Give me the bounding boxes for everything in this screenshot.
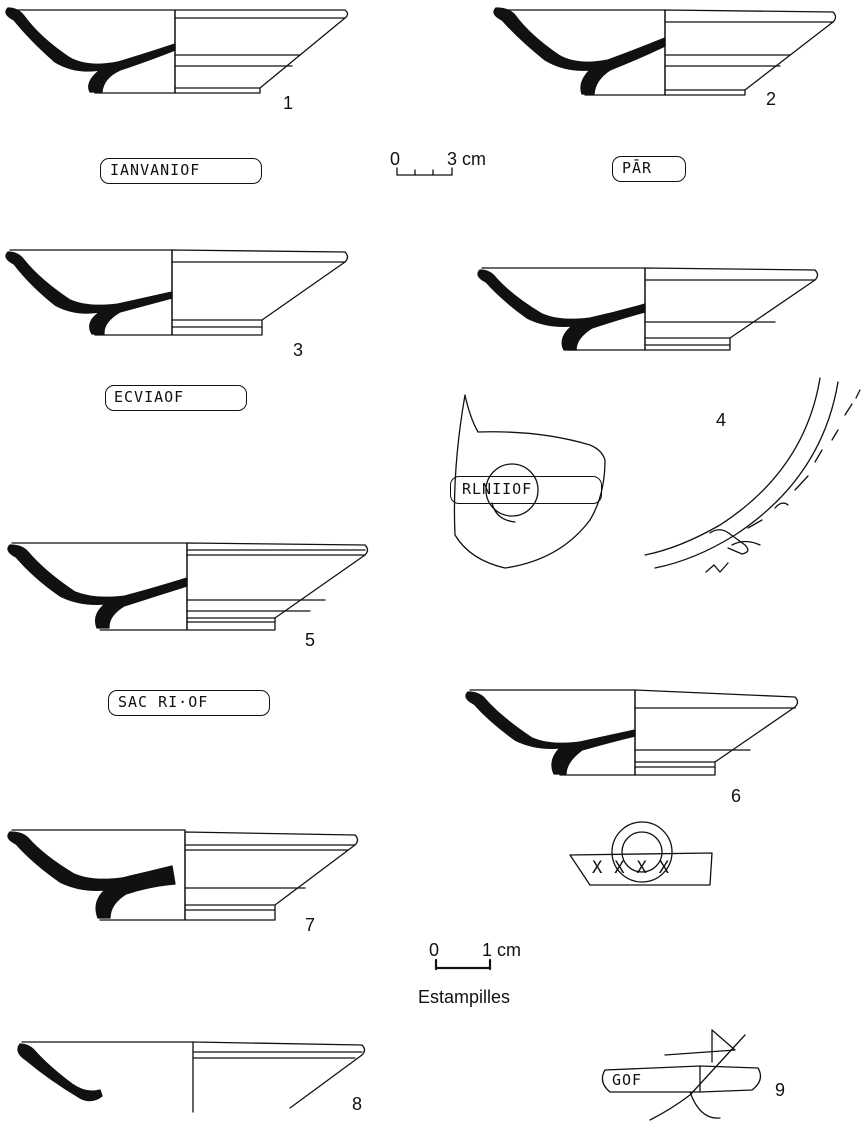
vessel-5-profile [7,542,369,631]
vessel-6-stamp: XXXX [592,858,681,878]
vessel-number-7: 7 [305,915,316,935]
vessel-4-stamp-box [450,476,602,504]
vessel-3-profile [5,249,349,336]
vessel-1-profile [5,7,349,94]
vessel-1-stamp-box [100,158,262,184]
vessel-4-rim-fragment [644,377,861,573]
vessel-4-sherd [453,394,606,569]
scale-large-value: 3 cm [447,149,487,169]
vessel-3-stamp-box [105,385,247,411]
scale-large-zero: 0 [390,149,401,169]
vessel-6-stamp-outline [569,821,713,886]
scale-bar-3cm [396,167,453,176]
scale-bar-1cm [434,958,492,971]
vessel-5-stamp-box [108,690,270,716]
vessel-4-profile [477,267,819,351]
vessel-6-profile [465,689,799,776]
vessel-8-profile [17,1041,366,1113]
vessel-1-stamp: IANVANIOF [110,161,201,179]
vessel-number-5: 5 [305,630,316,650]
vessel-2-profile [493,7,837,96]
vessel-number-4: 4 [716,410,727,430]
vessel-number-6: 6 [731,786,742,806]
scale-small-caption: Estampilles [418,987,511,1007]
vessel-9-stamp: GOF [612,1071,643,1089]
vessel-2-stamp: PĀR [622,159,653,177]
vessel-4-stamp: RLNIIOF [462,480,533,498]
vessel-2-stamp-box [612,156,686,182]
vessel-9-stamp-outline [601,1029,762,1121]
vessel-5-stamp: SAC RI·OF [118,693,209,711]
vessel-number-2: 2 [766,89,777,109]
vessel-number-1: 1 [283,93,294,113]
vessel-3-stamp: ECVIAOF [114,388,185,406]
vessel-number-9: 9 [775,1080,786,1100]
vessel-number-8: 8 [352,1094,363,1114]
scale-small-zero: 0 [429,940,440,960]
vessel-7-profile [7,829,359,921]
vessel-number-3: 3 [293,340,304,360]
scale-small-value: 1 cm [482,940,522,960]
